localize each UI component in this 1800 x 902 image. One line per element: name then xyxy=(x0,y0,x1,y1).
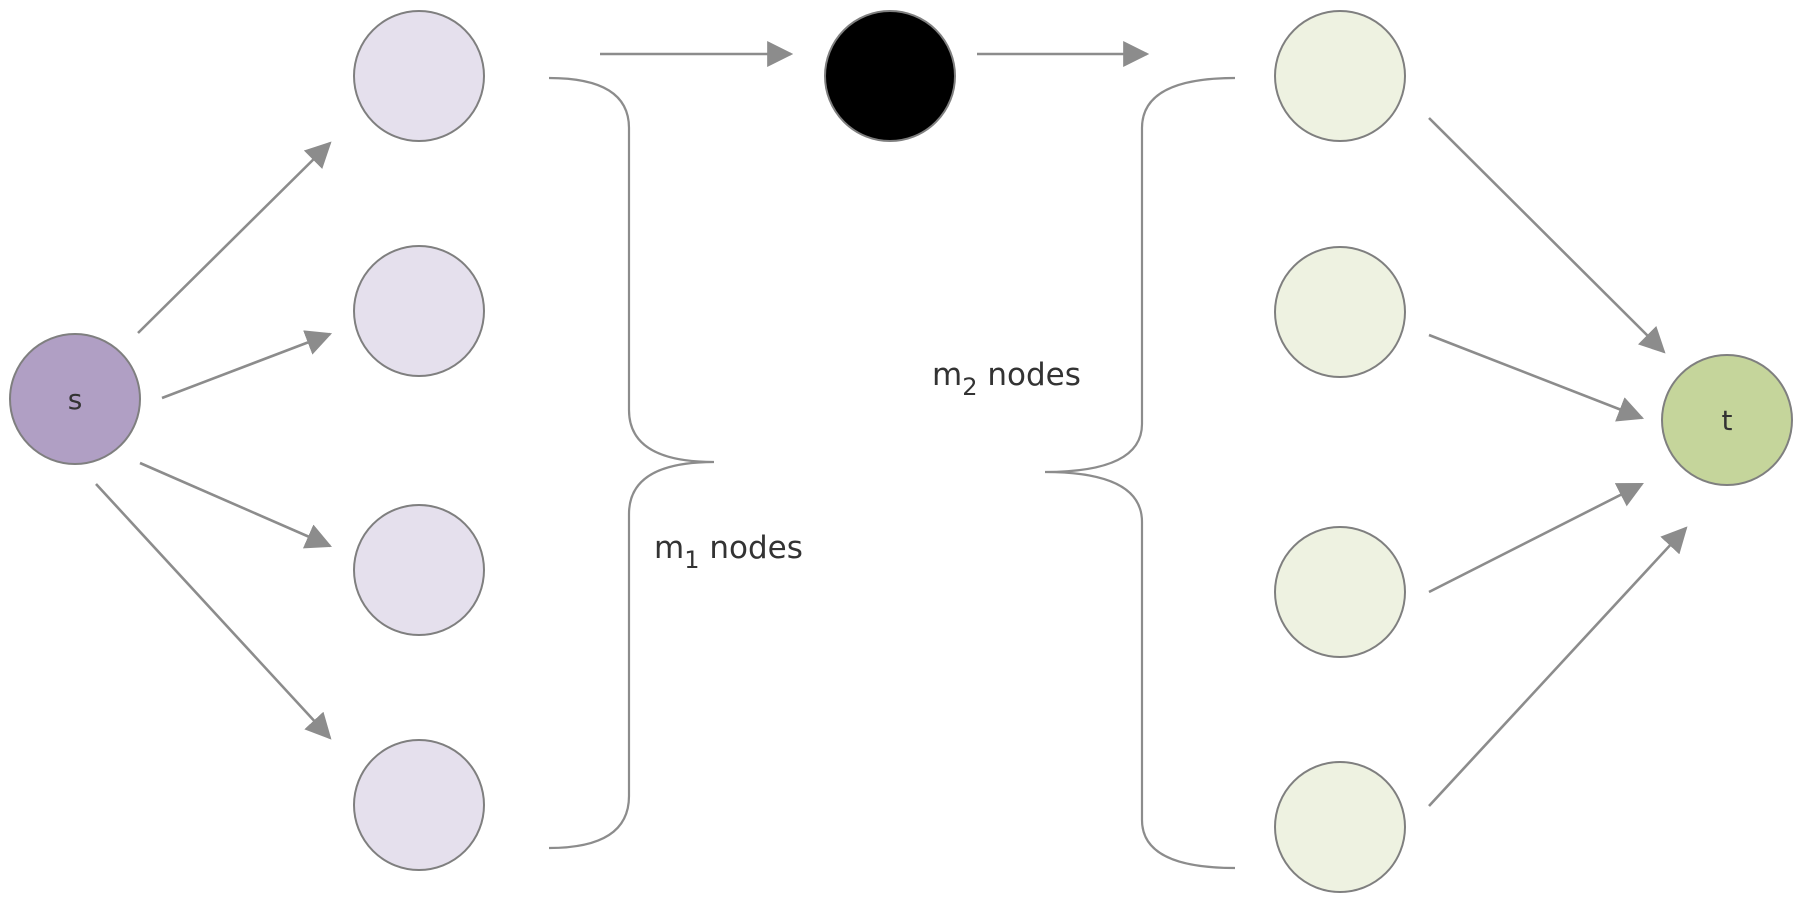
center-node xyxy=(824,10,956,142)
left-group-label: m1 nodes xyxy=(654,530,803,574)
right-node-1 xyxy=(1274,10,1406,142)
source-node-label: s xyxy=(68,383,83,416)
sink-node-label: t xyxy=(1722,404,1733,437)
right-node-2 xyxy=(1274,246,1406,378)
right-group-brace xyxy=(1044,76,1236,870)
edge-s-to-left-1 xyxy=(137,141,332,334)
edge-right-4-to-t xyxy=(1428,526,1688,807)
left-group-suffix: nodes xyxy=(699,530,802,566)
edge-right-1-to-t xyxy=(1428,117,1666,354)
right-group-suffix: nodes xyxy=(977,357,1080,393)
edge-right-3-to-t xyxy=(1428,482,1644,594)
edge-s-to-left-3 xyxy=(139,461,332,549)
edge-s-to-left-4 xyxy=(95,483,332,740)
right-group-subscript: 2 xyxy=(962,373,977,401)
left-group-var: m xyxy=(654,530,684,566)
left-node-1 xyxy=(353,10,485,142)
left-node-3 xyxy=(353,504,485,636)
edge-right-2-to-t xyxy=(1428,333,1645,422)
left-group-brace xyxy=(548,76,715,850)
left-node-2 xyxy=(353,245,485,377)
edge-s-to-left-2 xyxy=(161,330,333,400)
right-node-4 xyxy=(1274,761,1406,893)
right-node-3 xyxy=(1274,526,1406,658)
right-group-var: m xyxy=(932,357,962,393)
left-group-subscript: 1 xyxy=(684,546,699,574)
left-node-4 xyxy=(353,739,485,871)
right-group-label: m2 nodes xyxy=(932,357,1081,401)
sink-node xyxy=(1661,354,1793,486)
source-node xyxy=(9,333,141,465)
